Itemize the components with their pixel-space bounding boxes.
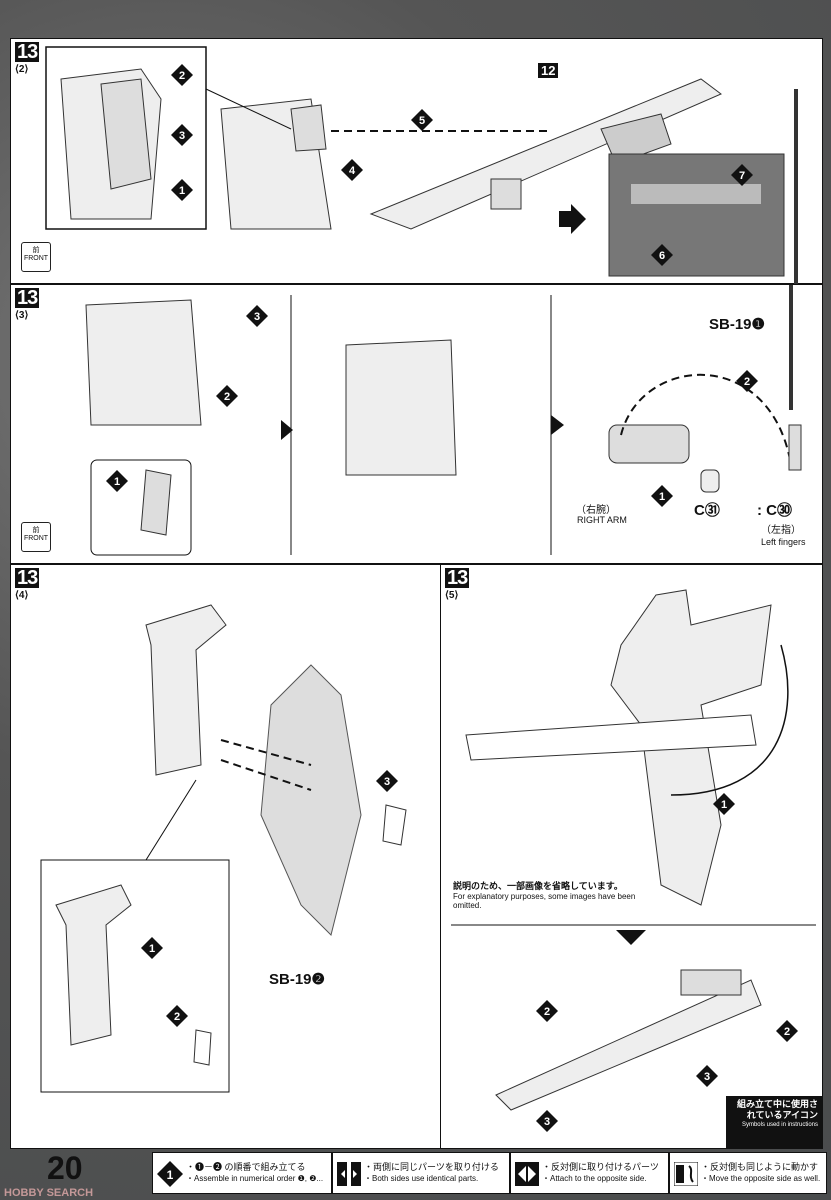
svg-text:3: 3 <box>704 1071 710 1083</box>
step-13-2-illustration <box>45 46 798 285</box>
step-marker: 1 <box>106 470 128 492</box>
step-marker: 2 <box>166 1005 188 1027</box>
symbols-jp: 組み立て中に使用されているアイコン <box>736 1099 818 1120</box>
step-13-4-panel: 13 ⟨4⟩ SB-19❷ 3 1 2 <box>10 564 441 1149</box>
step-number: 13 <box>15 41 40 63</box>
step-marker: 3 <box>246 305 268 327</box>
legend-jp: ・両側に同じパーツを取り付ける <box>364 1162 499 1172</box>
step-marker: 3 <box>536 1110 558 1132</box>
step-13-4-illustration <box>40 604 407 1093</box>
legend-en: ・Both sides use identical parts. <box>364 1174 479 1183</box>
numbered-diamond-icon: 1 <box>157 1161 183 1187</box>
svg-text:2: 2 <box>744 376 750 388</box>
identical-parts-icon <box>337 1162 361 1186</box>
step-marker: 1 <box>651 485 673 507</box>
symbols-en: Symbols used in instructions <box>741 1122 818 1128</box>
svg-text:3: 3 <box>254 311 260 323</box>
svg-text:4: 4 <box>349 165 356 177</box>
step-marker: 3 <box>376 770 398 792</box>
legend-identical-parts: ・両側に同じパーツを取り付ける・Both sides use identical… <box>332 1152 510 1194</box>
step-marker: 2 <box>736 370 758 392</box>
watermark: HOBBY SEARCH <box>4 1187 94 1199</box>
substep-label: ⟨3⟩ <box>15 310 29 321</box>
part-c31: C㉛ <box>694 502 720 519</box>
symbols-used-box: 組み立て中に使用されているアイコン Symbols used in instru… <box>726 1096 822 1148</box>
substep-label: ⟨5⟩ <box>445 590 459 601</box>
part-c30: : C㉚ <box>757 502 792 519</box>
svg-text:3: 3 <box>384 776 390 788</box>
legend-en: ・Attach to the opposite side. <box>542 1174 647 1183</box>
part-sb19-1: SB-19❶ <box>709 316 765 333</box>
step-13-3-illustration <box>85 285 802 556</box>
omitted-images-note: 説明のため、一部画像を省略しています。 For explanatory purp… <box>453 879 653 910</box>
part-sb19-2: SB-19❷ <box>269 971 325 988</box>
legend-jp: ・反対側も同じように動かす <box>701 1162 819 1172</box>
right-arm-en: RIGHT ARM <box>577 515 627 525</box>
substep-label: ⟨2⟩ <box>15 64 29 75</box>
note-jp: 説明のため、一部画像を省略しています。 <box>453 881 623 891</box>
step-marker: 5 <box>411 109 433 131</box>
svg-text:1: 1 <box>659 491 665 503</box>
svg-text:2: 2 <box>224 391 230 403</box>
legend-en: ・Move the opposite side as well. <box>701 1174 821 1183</box>
svg-text:2: 2 <box>784 1026 790 1038</box>
legend-opposite-side: ・反対側に取り付けるパーツ・Attach to the opposite sid… <box>510 1152 669 1194</box>
step-marker: 7 <box>731 164 753 186</box>
legend-jp: ・❶－❷ の順番で組み立てる <box>186 1162 306 1172</box>
step-number: 13 <box>445 567 470 589</box>
left-fingers-jp: （左指） <box>761 525 801 536</box>
step-marker: 1 <box>713 793 735 815</box>
opposite-side-icon <box>515 1162 539 1186</box>
step-13-5-panel: 13 ⟨5⟩ 説明のため、一部画像を省略しています。 For explanato… <box>440 564 823 1149</box>
step-marker: 1 <box>141 937 163 959</box>
svg-text:2: 2 <box>174 1011 180 1023</box>
legend-move-opposite: ・反対側も同じように動かす・Move the opposite side as … <box>669 1152 827 1194</box>
legend-numbered-order: 1 ・❶－❷ の順番で組み立てる・Assemble in numerical o… <box>152 1152 332 1194</box>
substep-label: ⟨4⟩ <box>15 590 29 601</box>
step-marker: 2 <box>776 1020 798 1042</box>
page-number: 20 <box>47 1150 83 1186</box>
svg-text:2: 2 <box>179 70 185 82</box>
svg-text:1: 1 <box>179 185 185 197</box>
step-marker: 6 <box>651 244 673 266</box>
step-marker: 2 <box>536 1000 558 1022</box>
step-13-5-illustration <box>451 589 816 1111</box>
legend-en: ・Assemble in numerical order ❶, ❷... <box>186 1174 324 1183</box>
step-number: 13 <box>15 287 40 309</box>
front-en: FRONT <box>23 255 49 262</box>
note-en: For explanatory purposes, some images ha… <box>453 892 636 910</box>
svg-text:2: 2 <box>544 1006 550 1018</box>
part-number-12: 12 <box>538 63 559 78</box>
front-jp: 前 <box>32 527 40 534</box>
front-jp: 前 <box>32 247 40 254</box>
step-marker: 3 <box>696 1065 718 1087</box>
svg-text:1: 1 <box>167 1168 174 1182</box>
step-marker: 2 <box>216 385 238 407</box>
right-arm-jp: （右腕） <box>576 505 616 516</box>
svg-text:1: 1 <box>721 799 727 811</box>
step-marker: 1 <box>171 179 193 201</box>
step-number: 13 <box>15 567 40 589</box>
svg-text:5: 5 <box>419 115 425 127</box>
step-marker: 3 <box>171 124 193 146</box>
front-en: FRONT <box>23 535 49 542</box>
step-marker: 2 <box>171 64 193 86</box>
left-fingers-en: Left fingers <box>761 537 806 547</box>
step-marker: 4 <box>341 159 363 181</box>
svg-text:1: 1 <box>114 476 120 488</box>
svg-text:1: 1 <box>149 943 155 955</box>
legend-jp: ・反対側に取り付けるパーツ <box>542 1162 659 1172</box>
svg-text:7: 7 <box>739 170 745 182</box>
svg-text:3: 3 <box>179 130 185 142</box>
move-opposite-icon <box>674 1162 698 1186</box>
svg-text:3: 3 <box>544 1116 550 1128</box>
step-13-3-panel: 13 ⟨3⟩ SB-19❶ （右腕） RIGHT ARM C㉛ : C㉚ （左指… <box>10 284 823 564</box>
svg-text:6: 6 <box>659 250 665 262</box>
